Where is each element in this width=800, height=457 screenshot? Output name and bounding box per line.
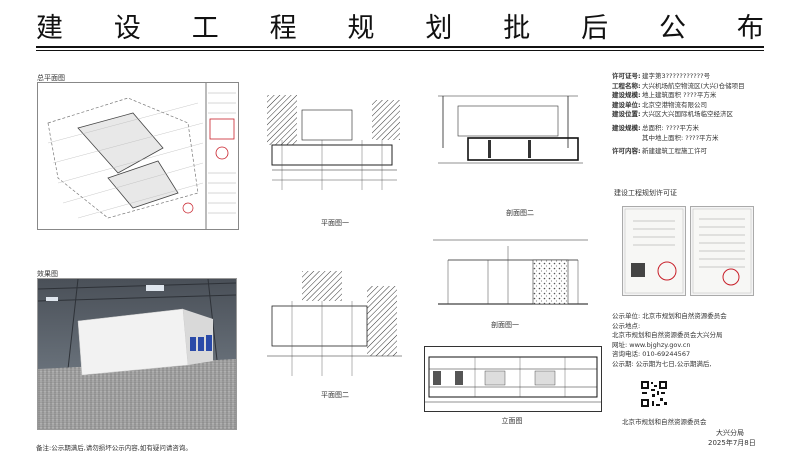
plan1-image [262, 90, 405, 218]
title-char: 设 [113, 12, 141, 44]
site-plan-label: 总平面图 [37, 74, 65, 82]
publicity-line: 咨询电话: 010-69244567 [612, 350, 691, 359]
render-drawing [38, 279, 236, 429]
title-char: 布 [736, 12, 764, 44]
permit-front-image [622, 206, 686, 296]
section1-caption: 剖面图一 [491, 321, 519, 329]
publicity-line: 网址: www.bjghzy.gov.cn [612, 340, 691, 349]
title-char: 公 [659, 12, 686, 44]
info-row: 建设单位:北京空港物流有限公司 [612, 100, 707, 109]
info-row: 许可证号:建字第3???????????号 [612, 72, 711, 80]
title-char: 程 [269, 12, 297, 44]
plan1-drawing [262, 90, 405, 218]
title-rule-thin [36, 50, 764, 51]
section2-caption: 剖面图二 [506, 209, 534, 217]
render-label: 效果图 [37, 270, 58, 278]
publicity-line: 公示期: 公示期为七日,公示期满后, [612, 359, 712, 368]
title-char: 划 [425, 12, 453, 44]
publicity-line: 公示地点: [612, 321, 641, 330]
site-plan-drawing [38, 83, 238, 229]
info-row: 其中地上面积: ????平方米 [642, 133, 719, 142]
section1-image [428, 232, 593, 316]
footer-date: 2025年7月8日 [708, 439, 756, 447]
plan2-caption: 平面图二 [321, 391, 349, 399]
title-char: 建 [36, 12, 63, 44]
info-row: 建设规模:地上建筑面积 ????平方米 [612, 91, 717, 100]
title-rule [36, 46, 764, 48]
page-title: 建 设 工 程 规 划 批 后 公 布 [36, 6, 764, 44]
project-info: 许可证号:建字第3???????????号 工程名称:大兴机场航空物流区(大兴)… [612, 72, 770, 157]
site-plan-image [37, 82, 239, 230]
permit-front-drawing [624, 208, 684, 294]
elevation-drawing [425, 347, 601, 411]
section2-drawing [428, 88, 593, 208]
footer-org: 北京市规划和自然资源委员会 [622, 418, 707, 426]
info-row: 工程名称:大兴机场航空物流区(大兴)仓储项目 [612, 81, 745, 90]
info-row: 建设规模:总面积: ????平方米 [612, 123, 700, 132]
permit-back-image [690, 206, 754, 296]
publicity-info: 公示单位: 北京市规划和自然资源委员会 公示地点: 北京市规划和自然资源委员会大… [612, 312, 770, 370]
elevation-image [424, 346, 602, 412]
title-char: 后 [581, 12, 609, 44]
permit-label: 建设工程规划许可证 [614, 189, 677, 197]
plan2-image [262, 266, 405, 384]
plan2-drawing [262, 266, 405, 384]
permit-back-drawing [692, 208, 752, 294]
section2-image [428, 88, 593, 208]
elevation-caption: 立面图 [501, 417, 523, 425]
title-char: 规 [347, 12, 375, 44]
info-row: 建设位置:大兴区大兴国际机场临空经济区 [612, 110, 733, 119]
title-char: 批 [503, 12, 531, 44]
footer-note: 备注:公示期满后,请勿损坏公示内容,如有疑问请咨询。 [36, 444, 192, 452]
plan1-caption: 平面图一 [321, 219, 349, 227]
title-char: 工 [191, 12, 219, 44]
render-image [37, 278, 237, 430]
publicity-line: 公示单位: 北京市规划和自然资源委员会 [612, 312, 727, 320]
qr-code-icon [640, 380, 668, 408]
publicity-line: 北京市规划和自然资源委员会大兴分局 [612, 331, 723, 340]
section1-drawing [428, 232, 593, 316]
info-row: 许可内容:新建建筑工程施工许可 [612, 147, 707, 156]
footer-branch: 大兴分局 [716, 429, 744, 437]
